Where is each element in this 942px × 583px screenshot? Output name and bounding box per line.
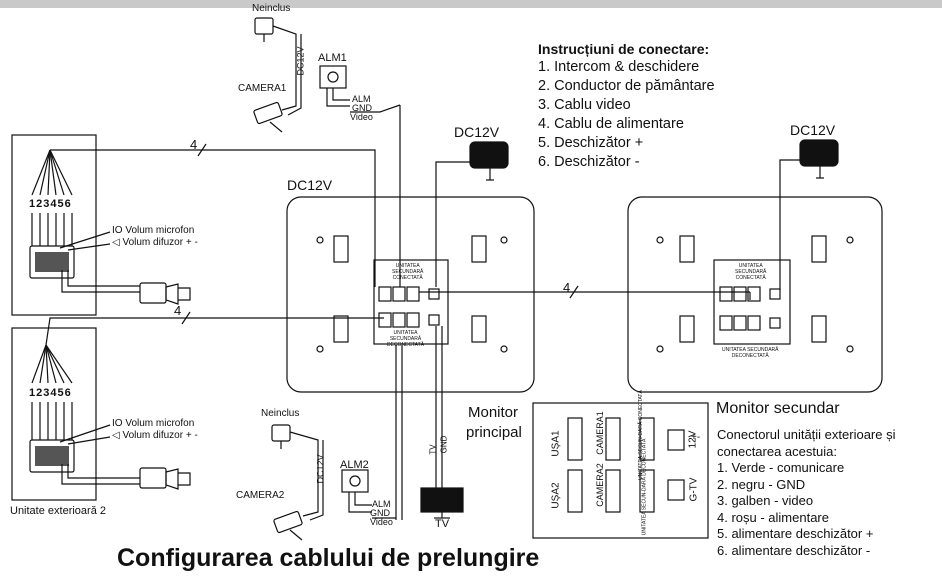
center-adapter-label: DC12V xyxy=(454,124,500,140)
outdoor2-unit-label: Unitate exterioară 2 xyxy=(10,505,106,517)
power-pins-label: +- xyxy=(691,432,701,443)
main-monitor-label-line1: Monitor xyxy=(468,404,519,421)
instruction-item: 2. Conductor de pământare xyxy=(538,78,715,94)
camera1-label: CAMERA1 xyxy=(238,83,287,94)
connector-info-line1: Conectorul unității exterioare și xyxy=(717,427,896,442)
tv-wire-label: TV xyxy=(428,444,438,455)
connector-panel xyxy=(532,402,709,539)
camera-1-group xyxy=(253,17,401,133)
instruction-item: 5. Deschizător + xyxy=(538,135,644,151)
camera2-adapter-label: Neinclus xyxy=(261,408,300,419)
main-monitor xyxy=(286,196,535,393)
speaker-icon: ◁ xyxy=(112,430,123,441)
wire-count-right: 4 xyxy=(563,280,571,295)
camera1-wire-alm: ALM xyxy=(352,94,371,104)
camera2-label: CAMERA2 xyxy=(236,490,285,501)
power-adapter-center xyxy=(469,141,509,181)
instructions-title: Instrucțiuni de conectare: xyxy=(538,41,710,57)
right-adapter-label: DC12V xyxy=(790,122,836,138)
page-title: Configurarea cablului de prelungire xyxy=(117,544,540,572)
instruction-item: 1. Intercom & deschidere xyxy=(538,59,700,75)
main-monitor-label-line2: principal xyxy=(466,424,522,441)
camera2-port-label: CAMERA2 xyxy=(594,463,605,507)
speaker-icon: ◁ xyxy=(112,237,123,248)
alarm2-label: ALM2 xyxy=(340,459,369,471)
wire-count-middle: 4 xyxy=(174,303,182,318)
outdoor2-pin-numbers: 123456 xyxy=(29,387,72,399)
connector-info-item: 1. Verde - comunicare xyxy=(717,460,845,475)
mic-icon: IO xyxy=(112,418,126,429)
camera2-cable-label: DC12V xyxy=(315,454,326,484)
outdoor2-mic-label: IO Volum microfon xyxy=(112,418,195,429)
gnd-wire-label: GND xyxy=(439,435,449,454)
tv-screen xyxy=(420,438,464,519)
connector-info-item: 2. negru - GND xyxy=(717,476,806,492)
slave-disconnected-port-label: UNITATEA SECUN-DARĂ DECONECTATĂ xyxy=(641,438,648,536)
wires xyxy=(45,105,800,520)
outdoor1-mic-label: IO Volum microfon xyxy=(112,225,195,236)
mic-icon: IO xyxy=(112,225,126,236)
connector-info-item: 5. alimentare deschizător + xyxy=(717,526,874,541)
secondary-monitor-title: Monitor secundar xyxy=(716,400,840,417)
connector-info-item: 6. alimentare deschizător - xyxy=(717,542,871,558)
instructions-list: 1. Intercom & deschidere 2. Conductor de… xyxy=(538,58,715,172)
top-border-strip xyxy=(0,0,942,8)
main-power-label: DC12V xyxy=(287,177,333,193)
outdoor1-speaker-label: ◁ Volum difuzor + - xyxy=(112,237,198,248)
camera2-wire-gnd: GND xyxy=(370,508,390,518)
camera1-port-label: CAMERA1 xyxy=(594,411,605,455)
outdoor-unit-2 xyxy=(11,327,191,501)
instruction-item: 3. Cablu video xyxy=(538,97,631,113)
camera1-cable-label: DC12V xyxy=(295,46,306,76)
camera2-wire-alm: ALM xyxy=(372,499,391,509)
power-adapter-right xyxy=(799,139,839,179)
connector-info-item: 3. galben - video xyxy=(717,493,814,508)
connector-info: Conectorul unității exterioare și conect… xyxy=(717,427,895,559)
instruction-item: 6. Deschizător - xyxy=(538,154,640,170)
wire-count-top: 4 xyxy=(190,137,198,152)
outdoor2-speaker-label: ◁ Volum difuzor + - xyxy=(112,430,198,441)
camera1-wire-video: Video xyxy=(350,112,373,122)
camera-2-group xyxy=(271,424,396,541)
camera1-adapter-label: Neinclus xyxy=(252,3,291,14)
camera1-wire-gnd: GND xyxy=(352,103,372,113)
connector-info-line2: conectarea acestuia: xyxy=(717,443,837,459)
camera2-wire-video: Video xyxy=(370,517,393,527)
tv-port-label: G-TV xyxy=(688,477,700,502)
alarm1-label: ALM1 xyxy=(318,52,347,64)
door2-label: UȘA2 xyxy=(550,482,562,509)
instruction-item: 4. Cablu de alimentare xyxy=(538,116,684,132)
tv-label: TV xyxy=(435,518,450,530)
door1-label: UȘA1 xyxy=(550,430,562,457)
outdoor1-pin-numbers: 123456 xyxy=(29,198,72,210)
outdoor-unit-1 xyxy=(11,134,191,316)
secondary-monitor xyxy=(627,196,883,393)
connector-info-item: 4. roșu - alimentare xyxy=(717,509,829,525)
